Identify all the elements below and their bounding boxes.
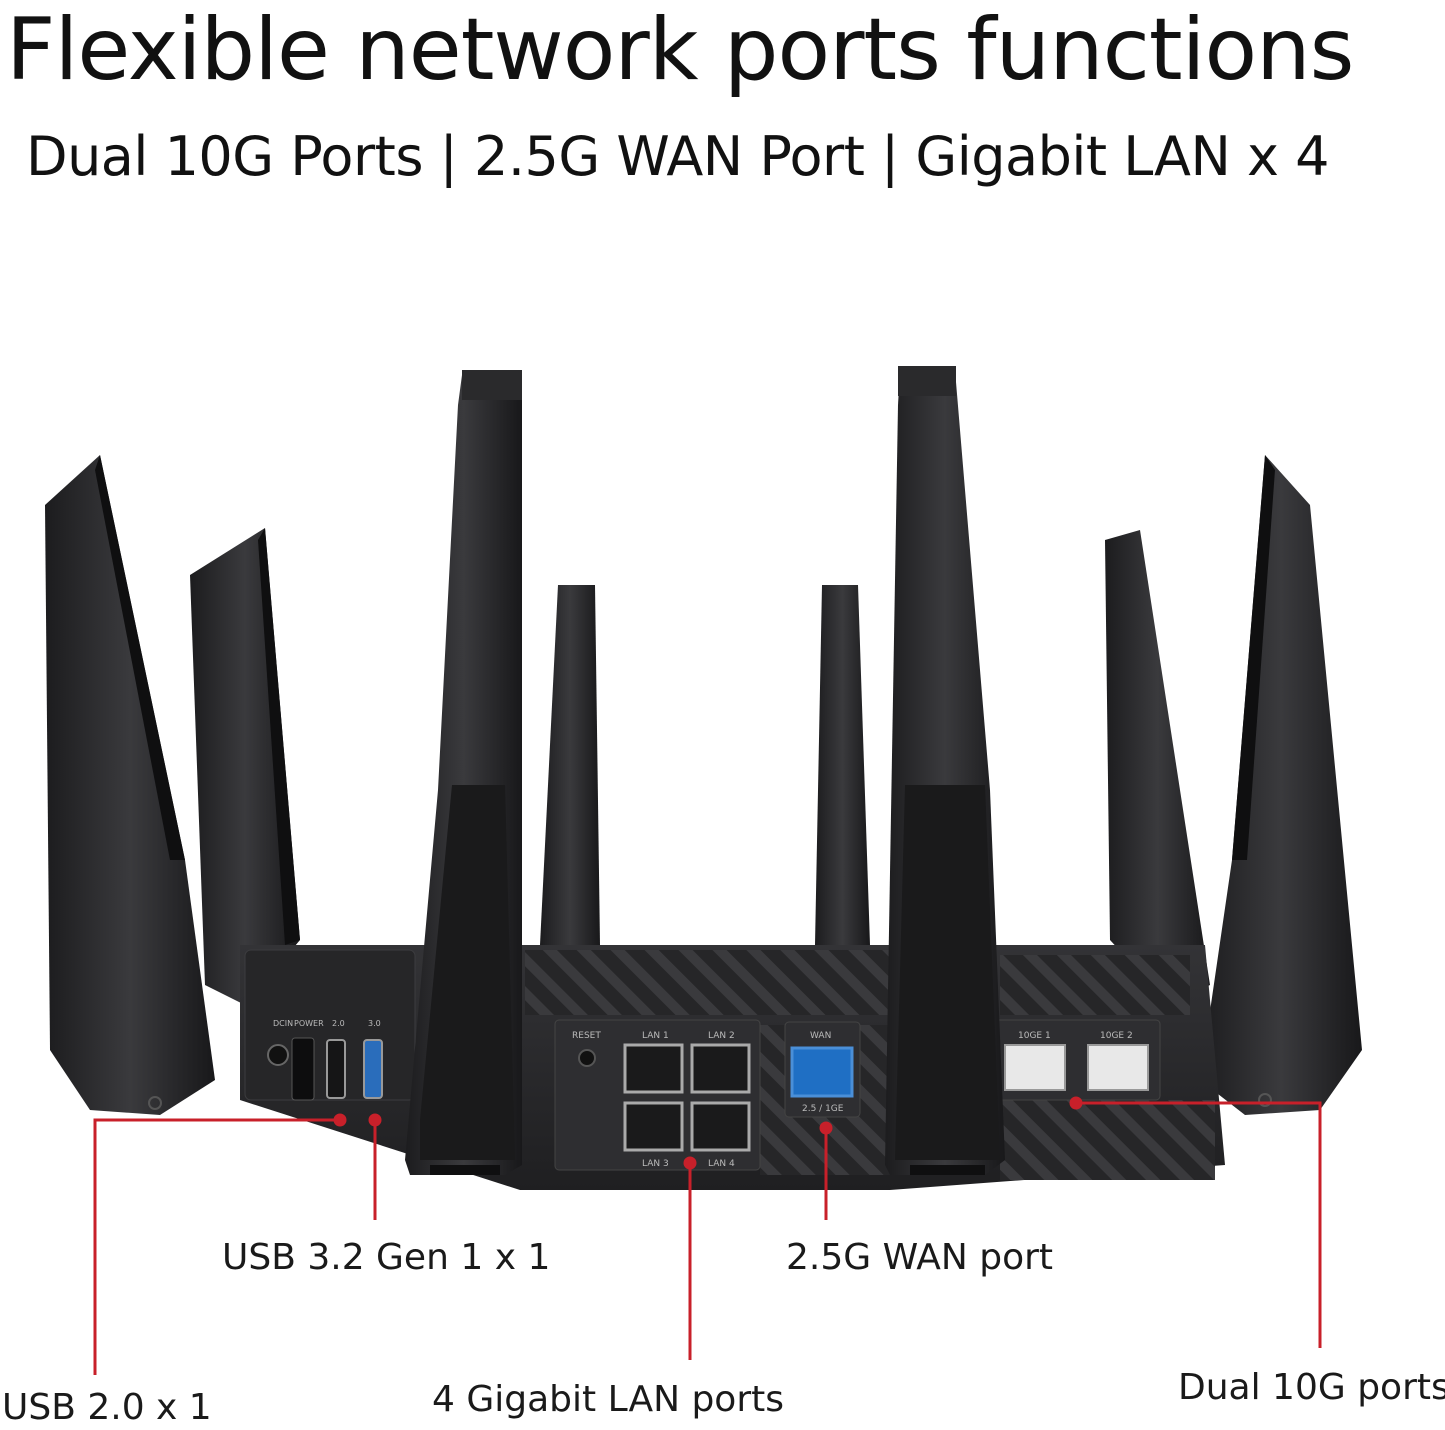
callout-lines bbox=[93, 1096, 1322, 1375]
callout-dot-ten-g bbox=[1069, 1096, 1083, 1110]
ten-ge-port-group: 10GE 1 10GE 2 bbox=[1004, 1031, 1149, 1091]
page-subtitle: Dual 10G Ports | 2.5G WAN Port | Gigabit… bbox=[26, 125, 1330, 188]
lan4-port bbox=[690, 1101, 751, 1152]
antenna-center-right bbox=[885, 366, 1005, 1175]
lan2-port bbox=[690, 1043, 751, 1094]
page-title: Flexible network ports functions bbox=[6, 0, 1354, 100]
callout-dot-usb2 bbox=[333, 1113, 347, 1127]
lan1-port bbox=[623, 1043, 684, 1094]
wan-speed-label: 2.5 / 1GE bbox=[802, 1104, 844, 1114]
lan1-label: LAN 1 bbox=[642, 1031, 669, 1041]
usb30-label: 3.0 bbox=[368, 1019, 381, 1028]
lan3-label: LAN 3 bbox=[642, 1159, 669, 1169]
antenna-inner-left bbox=[190, 528, 300, 1005]
reset-label: RESET bbox=[572, 1031, 601, 1041]
reset-button bbox=[578, 1049, 596, 1067]
wan-port-group: WAN 2.5 / 1GE bbox=[790, 1031, 854, 1114]
dcin-port bbox=[267, 1044, 289, 1066]
lan-port-group: RESET LAN 1 LAN 2 LAN 3 LAN 4 bbox=[572, 1031, 751, 1169]
lan3-port bbox=[623, 1101, 684, 1152]
antenna-small-right bbox=[815, 585, 870, 945]
antenna-outer-right bbox=[1200, 455, 1362, 1115]
antenna-center-left bbox=[405, 370, 522, 1175]
usb30-port bbox=[363, 1039, 383, 1099]
usb20-label: 2.0 bbox=[332, 1019, 345, 1028]
wan-label: WAN bbox=[810, 1031, 831, 1041]
callout-wan: 2.5G WAN port bbox=[786, 1237, 1054, 1278]
lan2-label: LAN 2 bbox=[708, 1031, 735, 1041]
antenna-small-left bbox=[540, 585, 600, 945]
callout-dot-wan bbox=[819, 1121, 833, 1135]
usb20-port bbox=[326, 1039, 346, 1099]
callout-line-ten-g bbox=[1076, 1101, 1322, 1348]
callout-line-usb2 bbox=[93, 1118, 340, 1375]
callout-lan: 4 Gigabit LAN ports bbox=[432, 1379, 785, 1420]
callout-usb2: USB 2.0 x 1 bbox=[2, 1387, 212, 1428]
dcin-label: DCIN bbox=[273, 1019, 293, 1028]
wan-port bbox=[790, 1046, 854, 1098]
callout-ten-g: Dual 10G ports bbox=[1178, 1367, 1445, 1408]
power-panel: DCIN POWER 2.0 3.0 bbox=[267, 1019, 383, 1101]
callout-dot-usb3 bbox=[368, 1113, 382, 1127]
tenge2-port bbox=[1087, 1044, 1149, 1091]
lan4-label: LAN 4 bbox=[708, 1159, 735, 1169]
callout-dot-lan bbox=[683, 1156, 697, 1170]
tenge2-label: 10GE 2 bbox=[1100, 1031, 1133, 1041]
power-label: POWER bbox=[294, 1019, 324, 1028]
antenna-outer-left bbox=[45, 455, 215, 1115]
callout-usb3: USB 3.2 Gen 1 x 1 bbox=[222, 1237, 551, 1278]
antenna-inner-right bbox=[1105, 530, 1210, 1005]
tenge1-label: 10GE 1 bbox=[1018, 1031, 1051, 1041]
power-switch bbox=[291, 1037, 315, 1101]
tenge1-port bbox=[1004, 1044, 1066, 1091]
